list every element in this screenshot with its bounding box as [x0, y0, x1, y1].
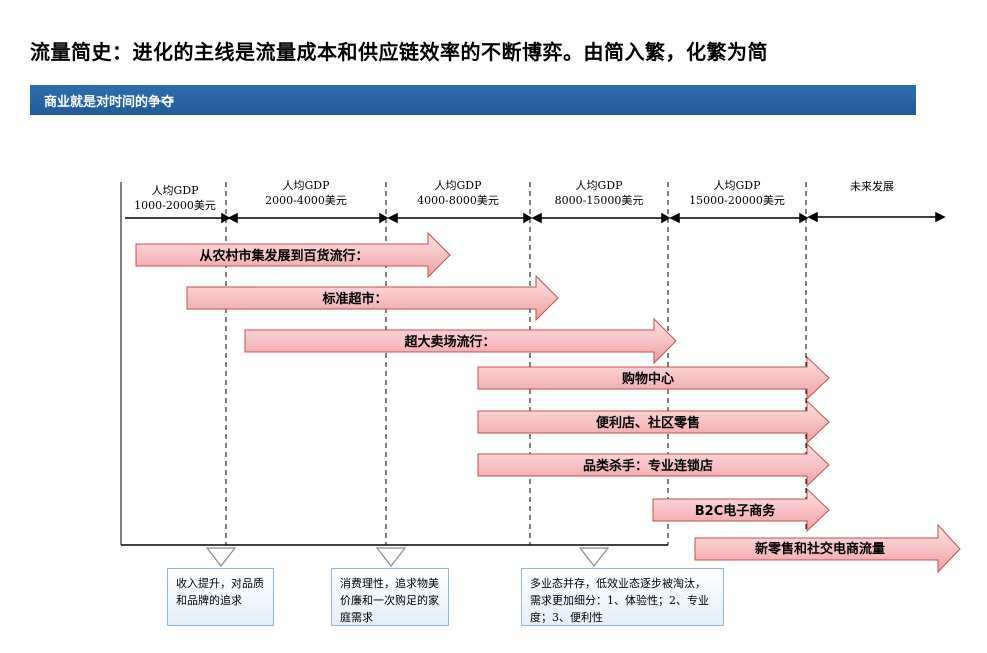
period-3-line2: 4000-8000美元 [417, 194, 499, 207]
format-label-1: 从农村市集发展到百货流行： [199, 248, 368, 264]
note-income: 收入提升，对品质和品牌的追求 [167, 568, 274, 626]
period-3-line1: 人均GDP [434, 179, 482, 192]
period-2-line1: 人均GDP [282, 179, 330, 192]
format-label-4: 购物中心 [622, 371, 674, 387]
period-2-line2: 2000-4000美元 [265, 194, 347, 207]
period-5-line1: 人均GDP [713, 179, 761, 192]
callout-marker-3 [578, 547, 610, 567]
period-4-line2: 8000-15000美元 [555, 194, 644, 207]
format-label-5: 便利店、社区零售 [596, 415, 700, 431]
format-arrow-1 [135, 231, 451, 279]
period-1-line1: 人均GDP [151, 184, 199, 197]
banner-label: 商业就是对时间的争夺 [44, 95, 175, 110]
format-label-7: B2C电子商务 [695, 503, 776, 519]
callout-marker-2 [375, 547, 407, 567]
format-arrow-6 [477, 442, 830, 488]
format-arrow-4 [477, 355, 830, 401]
format-arrow-7 [652, 487, 830, 533]
format-label-2: 标准超市： [321, 291, 387, 307]
note-rational-consumption: 消费理性，追求物美价廉和一次购足的家庭需求 [331, 568, 449, 626]
section-banner: 商业就是对时间的争夺 [30, 85, 916, 115]
period-5-line2: 15000-20000美元 [689, 194, 785, 207]
callout-marker-1 [205, 547, 237, 567]
format-label-3: 超大卖场流行： [404, 334, 495, 350]
period-1-line2: 1000-2000美元 [134, 199, 216, 212]
period-dividers [225, 182, 807, 545]
format-label-8: 新零售和社交电商流量 [755, 541, 885, 557]
format-arrow-8 [694, 523, 961, 574]
format-arrow-2 [186, 274, 559, 322]
note-multi-format: 多业态并存，低效业态逐步被淘汰，需求更加细分：1、体验性；2、专业度；3、便利性 [521, 568, 724, 626]
period-6-line1: 未来发展 [850, 179, 894, 193]
format-label-6: 品类杀手：专业连锁店 [583, 458, 713, 474]
format-arrow-3 [244, 317, 677, 365]
period-4-line1: 人均GDP [575, 179, 623, 192]
format-arrow-5 [477, 399, 830, 445]
page-title: 流量简史：进化的主线是流量成本和供应链效率的不断博弈。由简入繁，化繁为简 [30, 40, 768, 64]
period-span-arrows [125, 211, 946, 224]
